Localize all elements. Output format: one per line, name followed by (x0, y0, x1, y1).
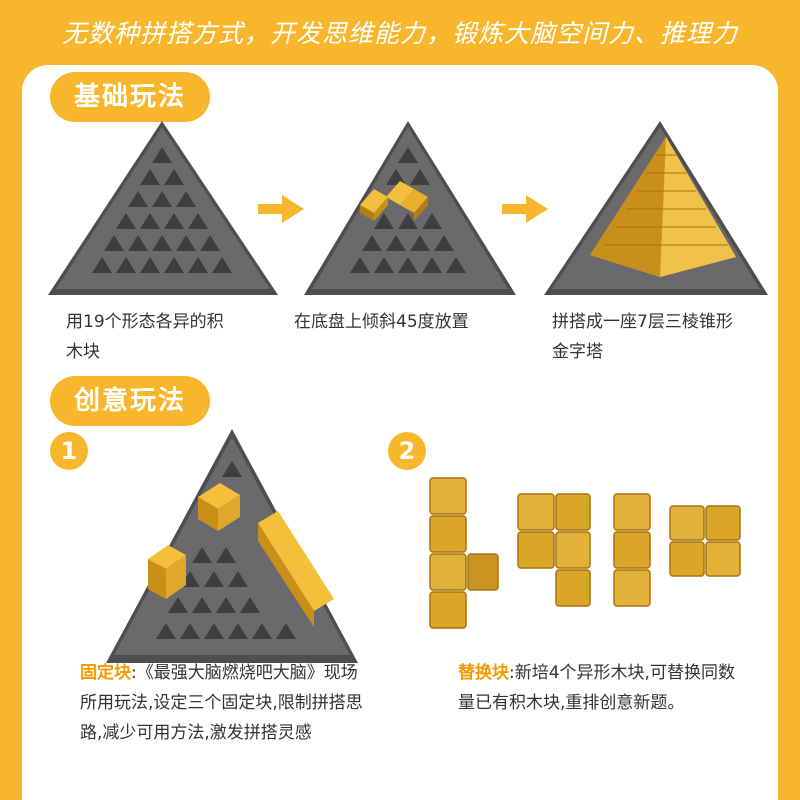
section-title-creative: 创意玩法 (50, 376, 211, 426)
item-number-1: 1 (50, 432, 88, 470)
content-card: 基础玩法 (22, 65, 778, 800)
right-arrow-icon (258, 195, 304, 223)
replace-block-description: 替换块:新培4个异形木块,可替换同数量已有积木块,重排创意新题。 (458, 658, 748, 718)
replace-block-text: :新培4个异形木块,可替换同数量已有积木块,重排创意新题。 (458, 663, 735, 713)
replacement-blocks-image (429, 477, 741, 629)
step-text-1: 用19个形态各异的积木块 (66, 312, 224, 362)
step-text-3: 拼搭成一座7层三棱锥形金字塔 (552, 312, 733, 362)
fixed-block-description: 固定块:《最强大脑燃烧吧大脑》现场所用玩法,设定三个固定块,限制拼搭思路,减少可… (80, 658, 370, 748)
replace-block-label: 替换块 (458, 663, 509, 683)
fixed-block-text: :《最强大脑燃烧吧大脑》现场所用玩法,设定三个固定块,限制拼搭思路,减少可用方法… (80, 663, 363, 743)
right-arrow-icon (502, 195, 548, 223)
section-title-basic: 基础玩法 (50, 72, 211, 122)
pyramid-tilted-blocks-image (304, 121, 516, 295)
item-number-2: 2 (388, 432, 426, 470)
headline: 无数种拼搭方式，开发思维能力，锻炼大脑空间力、推理力 (61, 19, 738, 48)
fixed-block-label: 固定块 (80, 663, 131, 683)
pyramid-fixed-blocks-image (106, 429, 358, 663)
step-text-2: 在底盘上倾斜45度放置 (294, 312, 469, 332)
pyramid-base-image (48, 121, 278, 295)
pyramid-complete-image (544, 121, 768, 295)
